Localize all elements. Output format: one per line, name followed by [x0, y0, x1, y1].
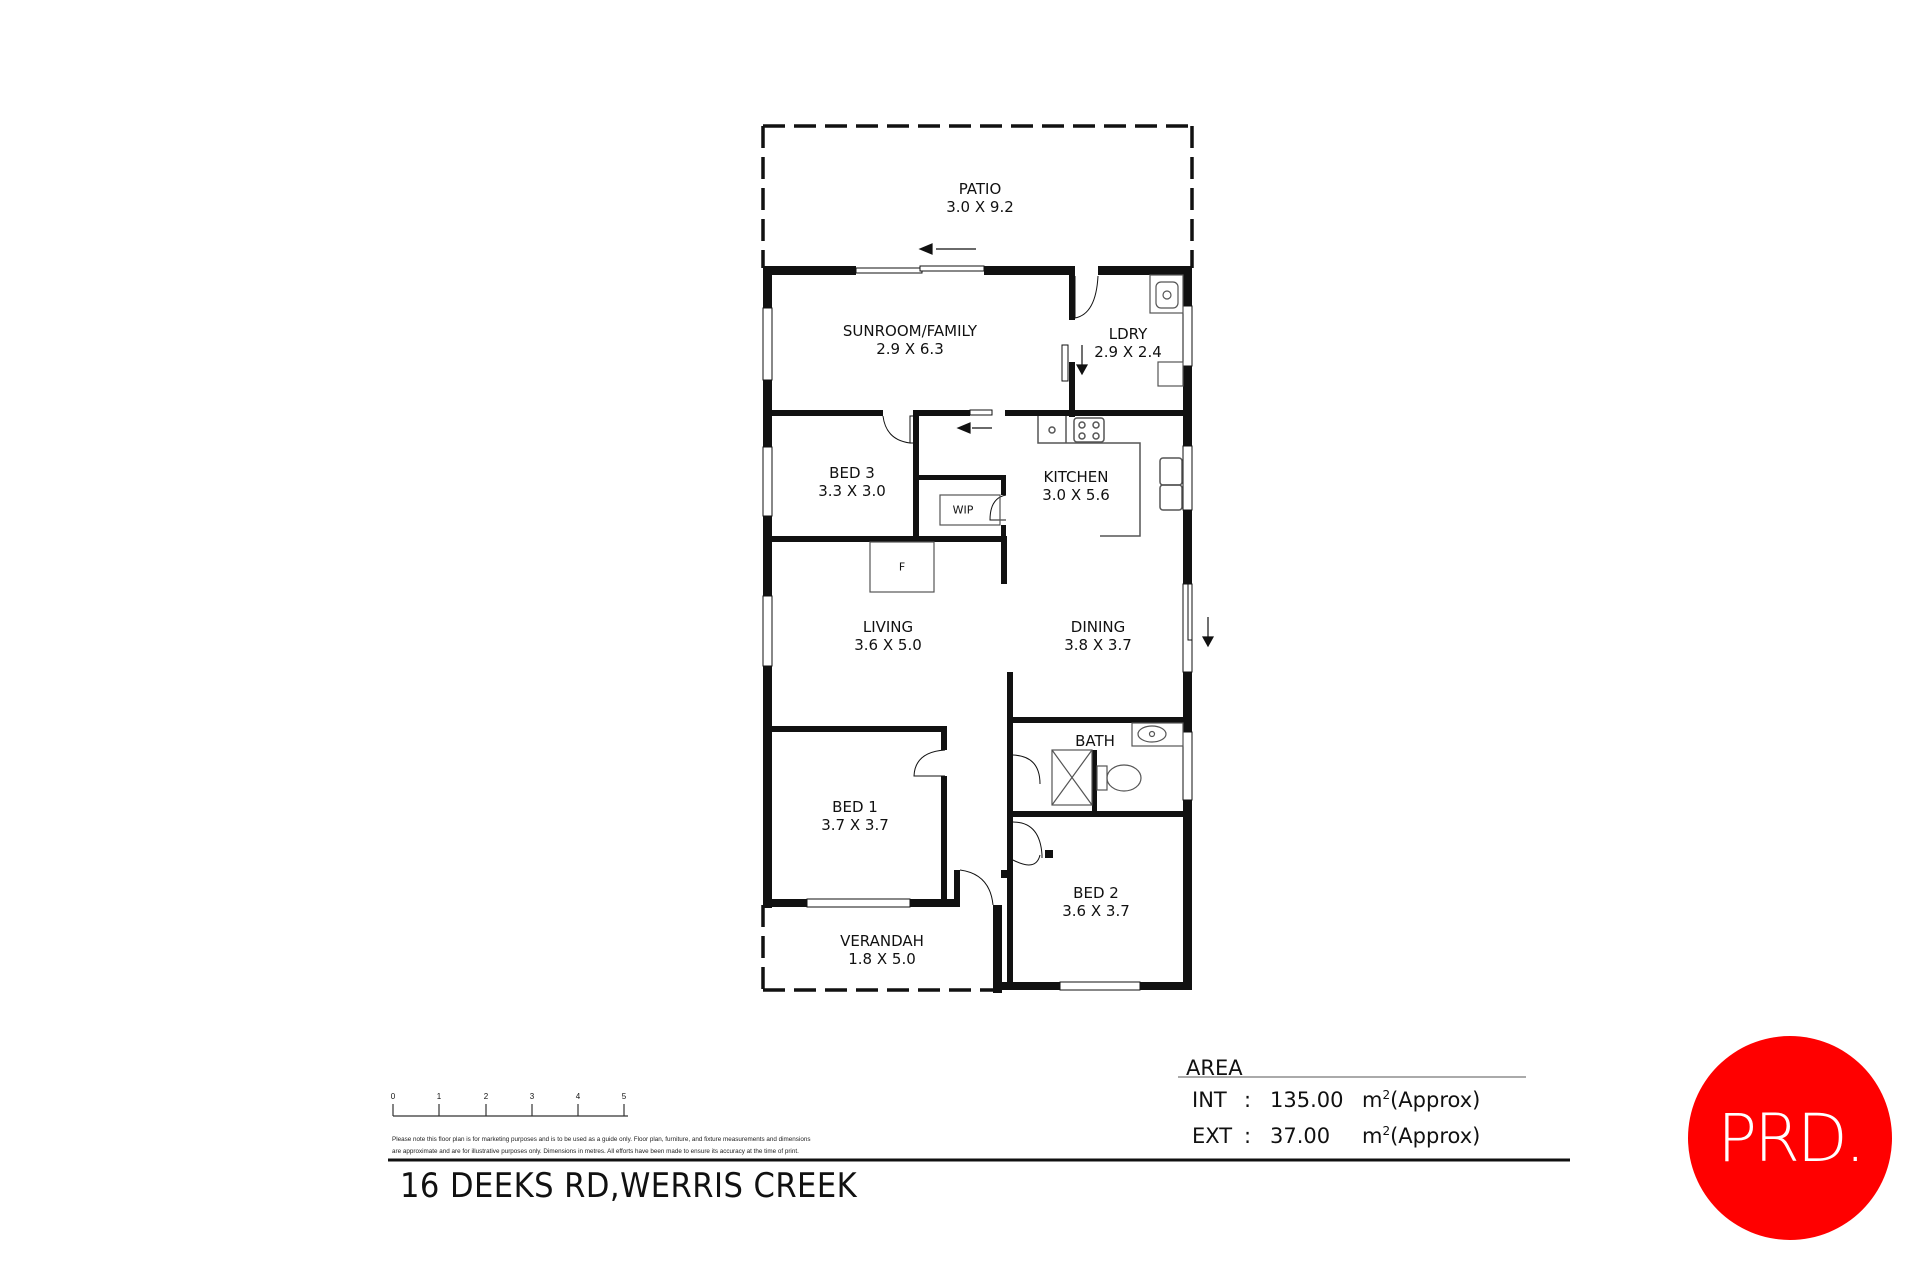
area-value: 135.00 [1270, 1088, 1344, 1112]
room-dims: 3.8 X 3.7 [1064, 636, 1132, 654]
windows [762, 265, 1193, 991]
verandah-outline [761, 905, 1002, 992]
room-name: PATIO [958, 180, 1002, 198]
area-unit-sup: 2 [1382, 1124, 1391, 1138]
room-label-kitchen: KITCHEN 3.0 X 5.6 [1042, 468, 1110, 504]
room-dims: 3.6 X 3.7 [1062, 902, 1130, 920]
logo-text: PRD. [1717, 1099, 1865, 1177]
scale-tick: 5 [621, 1092, 627, 1101]
area-key: EXT [1192, 1124, 1233, 1148]
patio-outline [761, 124, 1194, 268]
room-label-verandah: VERANDAH 1.8 X 5.0 [840, 932, 924, 968]
room-label-sunroom-family: SUNROOM/FAMILY 2.9 X 6.3 [843, 322, 977, 358]
laundry-fixtures [1149, 274, 1184, 387]
area-note: (Approx) [1390, 1088, 1481, 1112]
room-name: BED 3 [829, 464, 875, 482]
wip-label: WIP [952, 503, 974, 517]
scale-bar-labels: 0 1 2 3 4 5 [390, 1092, 632, 1132]
disclaimer: Please note this floor plan is for marke… [392, 1134, 892, 1158]
room-name: BATH [1075, 732, 1115, 750]
fireplace-label: F [898, 560, 906, 574]
scale-tick: 0 [390, 1092, 396, 1101]
room-dims: 3.3 X 3.0 [818, 482, 886, 500]
room-dims: 1.8 X 5.0 [848, 950, 916, 968]
scale-tick: 3 [529, 1092, 535, 1101]
room-label-bath: BATH [1075, 732, 1115, 750]
room-name: VERANDAH [840, 932, 924, 950]
room-dims: 3.0 X 5.6 [1042, 486, 1110, 504]
walls [763, 266, 1192, 993]
disclaimer-line-1: Please note this floor plan is for marke… [392, 1136, 811, 1143]
area-unit-sup: 2 [1382, 1088, 1391, 1102]
room-dims: 3.0 X 9.2 [946, 198, 1014, 216]
area-unit: m [1362, 1124, 1383, 1148]
room-name: DINING [1070, 618, 1126, 636]
room-label-living: LIVING 3.6 X 5.0 [854, 618, 922, 654]
area-note: (Approx) [1390, 1124, 1481, 1148]
prd-logo: PRD. [1688, 1036, 1892, 1240]
scale-tick: 4 [575, 1092, 581, 1101]
scale-tick: 1 [436, 1092, 442, 1101]
room-label-bed1: BED 1 3.7 X 3.7 [821, 798, 889, 834]
property-address: 16 DEEKS RD,WERRIS CREEK [400, 1166, 858, 1206]
room-name: BED 1 [832, 798, 878, 816]
area-unit: m [1362, 1088, 1383, 1112]
room-label-laundry: LDRY 2.9 X 2.4 [1094, 325, 1162, 361]
area-title: AREA [1186, 1056, 1243, 1080]
room-name: LIVING [862, 618, 914, 636]
disclaimer-line-2: are approximate and are for illustrative… [392, 1148, 799, 1155]
room-label-bed3: BED 3 3.3 X 3.0 [818, 464, 886, 500]
fixture-boxes [869, 494, 1001, 593]
room-dims: 2.9 X 2.4 [1094, 343, 1162, 361]
doors [882, 275, 1099, 906]
kitchen-counters [1037, 416, 1183, 537]
area-key: INT [1192, 1088, 1227, 1112]
room-label-patio: PATIO 3.0 X 9.2 [946, 180, 1014, 216]
room-name: KITCHEN [1043, 468, 1109, 486]
room-dims: 3.6 X 5.0 [854, 636, 922, 654]
area-value: 37.00 [1270, 1124, 1331, 1148]
room-label-dining: DINING 3.8 X 3.7 [1064, 618, 1132, 654]
bath-fixtures [1051, 722, 1184, 806]
room-dims: 3.7 X 3.7 [821, 816, 889, 834]
room-name: SUNROOM/FAMILY [842, 322, 978, 340]
room-dims: 2.9 X 6.3 [876, 340, 944, 358]
room-name: BED 2 [1073, 884, 1119, 902]
arrows [918, 243, 1215, 648]
room-name: LDRY [1108, 325, 1148, 343]
room-label-bed2: BED 2 3.6 X 3.7 [1062, 884, 1130, 920]
scale-tick: 2 [483, 1092, 489, 1101]
scale-bar [392, 1104, 628, 1117]
